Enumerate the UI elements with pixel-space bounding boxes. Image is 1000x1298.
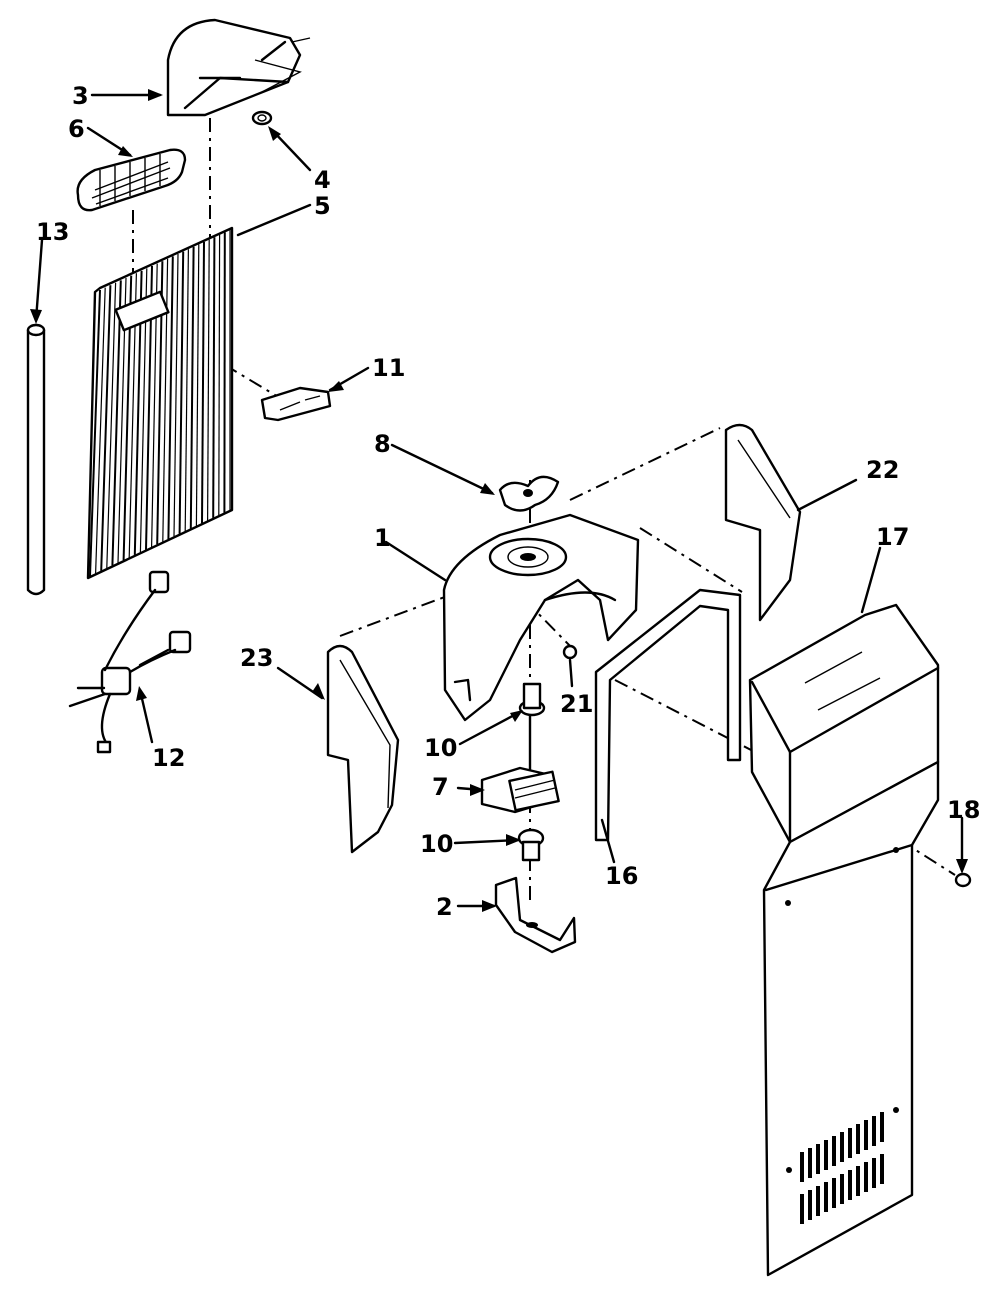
callout-2: 2: [436, 893, 453, 921]
vent-slot: [816, 1186, 820, 1216]
part-8-fan-blade: [498, 475, 560, 512]
callout-8: 8: [374, 430, 391, 458]
vent-slot: [824, 1140, 828, 1170]
rib-line: [95, 287, 106, 574]
part-5-evaporator-cover: [86, 226, 234, 580]
callout-22: 22: [866, 456, 899, 484]
vent-slot: [864, 1162, 868, 1192]
part-4-screw: [251, 110, 273, 126]
vent-slots: [800, 1112, 884, 1224]
part-10-mount-lower: [517, 828, 545, 862]
vent-slot: [872, 1116, 876, 1146]
rib-line: [212, 237, 216, 518]
callout-13: 16: [605, 862, 638, 890]
callout-11: 11: [372, 354, 405, 382]
part-22-baffle: [724, 423, 802, 622]
vent-slot: [856, 1166, 860, 1196]
vent-slot: [848, 1170, 852, 1200]
callout-23: 23: [240, 644, 273, 672]
rib-line: [184, 249, 189, 532]
callout-16: 13: [36, 218, 69, 246]
callout-17: 17: [876, 523, 909, 551]
callout-5: 5: [314, 192, 331, 220]
vent-slot: [824, 1182, 828, 1212]
part-16-tube: [26, 323, 46, 596]
rib-line: [89, 289, 101, 577]
callout-7: 7: [432, 773, 449, 801]
vent-slot: [872, 1158, 876, 1188]
vent-slot: [800, 1194, 804, 1224]
rib-line: [167, 256, 174, 540]
callout-21: 21: [560, 690, 593, 718]
part-21-screw: [562, 644, 578, 660]
part-18-screw: [954, 872, 972, 888]
vent-slot: [880, 1154, 884, 1184]
part-17-rear-panel: [748, 603, 940, 1277]
vent-slot: [800, 1152, 804, 1182]
part-6-louver: [76, 148, 187, 212]
vent-slot: [880, 1112, 884, 1142]
callout-12: 12: [152, 744, 185, 772]
callout-10-lower: 10: [420, 830, 453, 858]
rib-line: [195, 244, 200, 526]
callout-1: 1: [374, 524, 391, 552]
rib-line: [111, 280, 122, 566]
vent-slot: [832, 1136, 836, 1166]
vent-slot: [840, 1132, 844, 1162]
callout-4: 4: [314, 166, 331, 194]
rib-line: [201, 241, 205, 524]
rib-line: [178, 251, 185, 534]
part-1-fan-shroud: [442, 513, 640, 722]
leader-lines: [30, 89, 968, 912]
part-23-baffle: [326, 644, 400, 854]
vent-slot: [808, 1148, 812, 1178]
vent-slot: [840, 1174, 844, 1204]
vent-slot: [856, 1124, 860, 1154]
part-10-mount-upper: [518, 682, 546, 717]
part-2-bracket: [494, 876, 577, 954]
callout-18: 18: [947, 796, 980, 824]
rib-line: [189, 246, 195, 529]
rib-line: [100, 285, 112, 571]
callout-3: 3: [72, 82, 89, 110]
part-11-clip: [260, 386, 332, 422]
part-3-cover: [166, 18, 311, 117]
vent-slot: [848, 1128, 852, 1158]
vent-slot: [864, 1120, 868, 1150]
vent-slot: [816, 1144, 820, 1174]
rib-line: [173, 253, 179, 537]
rib-line: [106, 282, 117, 569]
rib-line: [218, 234, 221, 516]
callout-10-upper: 10: [424, 734, 457, 762]
vent-slot: [832, 1178, 836, 1208]
part-13-channel: [594, 588, 742, 842]
part-12-wire-harness: [68, 570, 192, 754]
vent-slot: [808, 1190, 812, 1220]
callout-6: 6: [68, 115, 85, 143]
part-7-motor: [480, 698, 560, 814]
callout-labels: 3 6 4 5 13 11 8 22 1 17 23 21 10 12 7 18…: [36, 82, 980, 921]
rib-line: [207, 239, 210, 521]
